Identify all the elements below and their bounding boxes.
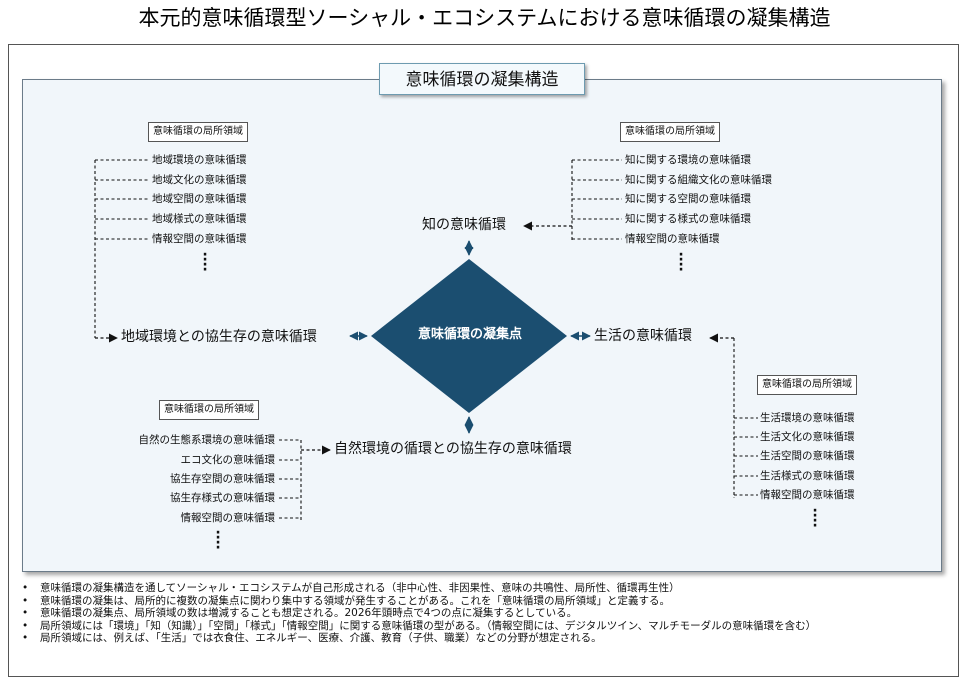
ellipsis-icon: ···· xyxy=(812,503,818,534)
list-item: 知に関する空間の意味循環 xyxy=(625,193,751,205)
hub-label: 意味循環の凝集点 xyxy=(417,327,522,342)
node-regional: 地域環境との協生存の意味循環 xyxy=(121,329,317,345)
node-natural: 自然環境の循環との協生存の意味循環 xyxy=(334,441,572,457)
panel-title: 意味循環の凝集構造 xyxy=(379,63,585,95)
ellipsis-icon: ···· xyxy=(215,525,221,556)
outer-frame xyxy=(8,44,959,677)
list-item: 知に関する組織文化の意味循環 xyxy=(625,174,772,186)
list-item: 地域様式の意味循環 xyxy=(152,213,247,225)
node-knowledge: 知の意味循環 xyxy=(422,217,506,233)
hub-diamond xyxy=(371,259,567,413)
ellipsis-icon: ···· xyxy=(202,247,208,278)
cluster-header-top-right: 意味循環の局所領域 xyxy=(620,122,720,142)
list-item: 生活文化の意味循環 xyxy=(760,431,855,443)
note-item: 局所領域には「環境」「知（知識）」「空間」「様式」「情報空間」に関する意味循環の… xyxy=(20,620,950,633)
page-title: 本元的意味循環型ソーシャル・エコシステムにおける意味循環の凝集構造 xyxy=(138,6,831,30)
note-item: 局所領域には、例えば、「生活」では衣食住、エネルギー、医療、介護、教育（子供、職… xyxy=(20,632,950,645)
node-life: 生活の意味循環 xyxy=(594,328,692,344)
list-item: 生活環境の意味循環 xyxy=(760,412,855,424)
list-item: 地域空間の意味循環 xyxy=(152,193,247,205)
list-item: 協生存様式の意味循環 xyxy=(170,492,275,504)
list-item: 情報空間の意味循環 xyxy=(760,489,855,501)
list-item: エコ文化の意味循環 xyxy=(180,454,276,466)
list-item: 自然の生態系環境の意味循環 xyxy=(138,434,276,446)
note-item: 意味循環の凝集構造を通してソーシャル・エコシステムが自己形成される（非中心性、非… xyxy=(20,582,950,595)
list-item: 協生存空間の意味循環 xyxy=(170,473,275,485)
list-item: 地域文化の意味循環 xyxy=(152,174,247,186)
list-item: 生活空間の意味循環 xyxy=(760,450,855,462)
cluster-header-bottom-right: 意味循環の局所領域 xyxy=(757,375,857,395)
cluster-header-bottom-left: 意味循環の局所領域 xyxy=(159,400,259,420)
list-item: 情報空間の意味循環 xyxy=(180,512,276,524)
list-item: 情報空間の意味循環 xyxy=(625,233,720,245)
notes: 意味循環の凝集構造を通してソーシャル・エコシステムが自己形成される（非中心性、非… xyxy=(20,582,950,645)
ellipsis-icon: ···· xyxy=(678,247,684,278)
note-item: 意味循環の凝集は、局所的に複数の凝集点に関わり集中する領域が発生することがある。… xyxy=(20,595,950,608)
list-item: 生活様式の意味循環 xyxy=(760,470,855,482)
list-item: 情報空間の意味循環 xyxy=(152,233,247,245)
note-item: 意味循環の凝集点、局所領域の数は増減することも想定される。2026年頭時点で4つ… xyxy=(20,607,950,620)
list-item: 地域環境の意味循環 xyxy=(152,154,247,166)
list-item: 知に関する環境の意味循環 xyxy=(625,154,751,166)
cluster-header-top-left: 意味循環の局所領域 xyxy=(148,122,248,142)
list-item: 知に関する様式の意味循環 xyxy=(625,213,751,225)
